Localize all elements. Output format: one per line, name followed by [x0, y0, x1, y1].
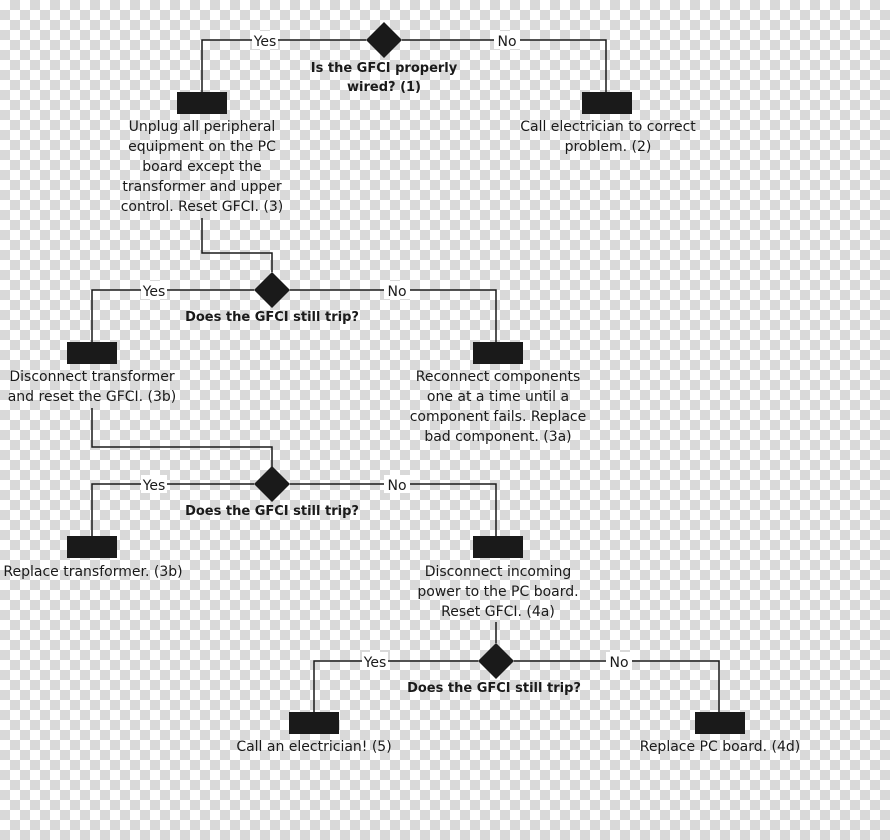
action-7: Call an electrician! (5): [236, 712, 392, 755]
action-5-line-1: Replace transformer. (3b): [3, 564, 182, 580]
yes-label-4: Yes: [363, 655, 387, 671]
action-box-8: [695, 712, 745, 734]
action-1: Unplug all peripheral equipment on the P…: [121, 92, 284, 215]
action-1-line-4: transformer and upper: [122, 179, 282, 195]
no-connector-2: [290, 289, 497, 342]
yes-label-1: Yes: [253, 34, 277, 50]
decision-question-2: Does the GFCI still trip?: [185, 310, 359, 325]
action-4-line-4: bad component. (3a): [424, 429, 571, 445]
no-label-2: No: [387, 284, 406, 300]
action-box-5: [67, 536, 117, 558]
action-8: Replace PC board. (4d): [640, 712, 801, 755]
decision-diamond-3: [254, 466, 290, 502]
action-4-line-2: one at a time until a: [427, 389, 569, 405]
action-7-line-1: Call an electrician! (5): [236, 739, 391, 755]
action-4-line-1: Reconnect components: [416, 369, 580, 385]
action-1-line-1: Unplug all peripheral: [129, 119, 276, 135]
yes-label-3: Yes: [142, 478, 166, 494]
no-connector-4: [514, 660, 720, 712]
decision-1: Yes No Is the GFCI properly wired? (1): [201, 22, 607, 95]
action-1-line-2: equipment on the PC: [128, 139, 276, 155]
action-box-1: [177, 92, 227, 114]
action-6-line-1: Disconnect incoming: [425, 564, 572, 580]
yes-label-2: Yes: [142, 284, 166, 300]
action-2-line-1: Call electrician to correct: [520, 119, 696, 135]
decision-question-1-line-1: Is the GFCI properly: [311, 61, 458, 76]
action-4: Reconnect components one at a time until…: [410, 342, 587, 445]
action-2: Call electrician to correct problem. (2): [520, 92, 696, 155]
decision-question-1-line-2: wired? (1): [347, 80, 421, 95]
action-box-3: [67, 342, 117, 364]
action-3-line-2: and reset the GFCI. (3b): [8, 389, 177, 405]
action-box-7: [289, 712, 339, 734]
decision-question-4: Does the GFCI still trip?: [407, 681, 581, 696]
action-5: Replace transformer. (3b): [3, 536, 183, 580]
decision-question-3: Does the GFCI still trip?: [185, 504, 359, 519]
action-box-2: [582, 92, 632, 114]
action-6: Disconnect incoming power to the PC boar…: [417, 536, 579, 620]
action-1-line-5: control. Reset GFCI. (3): [121, 199, 284, 215]
action-box-6: [473, 536, 523, 558]
action-6-line-2: power to the PC board.: [417, 584, 578, 600]
decision-diamond-2: [254, 272, 290, 308]
yes-connector-3: [91, 483, 254, 536]
action-6-line-3: Reset GFCI. (4a): [441, 604, 555, 620]
decision-4: Yes No Does the GFCI still trip?: [313, 643, 720, 712]
decision-diamond-4: [478, 643, 514, 679]
decision-2: Yes No Does the GFCI still trip?: [91, 272, 497, 342]
decision-diamond-1: [366, 22, 402, 58]
no-connector-1: [402, 39, 607, 92]
no-connector-3: [290, 483, 497, 536]
action-box-4: [473, 342, 523, 364]
decision-3: Yes No Does the GFCI still trip?: [91, 466, 497, 536]
yes-connector-1: [201, 39, 366, 92]
no-label-3: No: [387, 478, 406, 494]
connector-action-3-to-decision-3: [91, 408, 273, 467]
yes-connector-4: [313, 660, 478, 712]
no-label-1: No: [497, 34, 516, 50]
action-3: Disconnect transformer and reset the GFC…: [8, 342, 177, 405]
yes-connector-2: [91, 289, 254, 342]
action-8-line-1: Replace PC board. (4d): [640, 739, 801, 755]
action-2-line-2: problem. (2): [565, 139, 652, 155]
no-label-4: No: [609, 655, 628, 671]
action-4-line-3: component fails. Replace: [410, 409, 587, 425]
action-1-line-3: board except the: [142, 159, 261, 175]
action-3-line-1: Disconnect transformer: [9, 369, 174, 385]
connector-action-1-to-decision-2: [201, 218, 273, 272]
